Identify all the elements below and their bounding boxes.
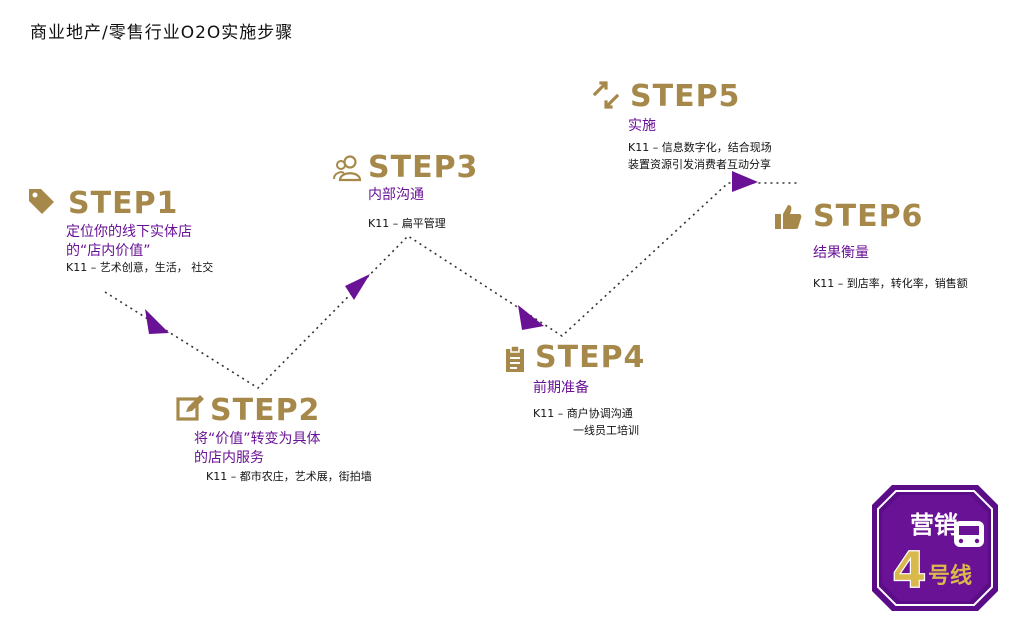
step3-label: STEP3 [368,150,479,185]
step4-subtitle: 前期准备 [533,379,589,398]
step4-desc-line2: 一线员工培训 [573,424,639,437]
step4-desc: K11 – 商户协调沟通 一线员工培训 [533,405,639,439]
arrows-icon [591,80,621,110]
step4-subtitle-line1: 前期准备 [533,380,589,396]
arrow-3 [518,305,544,330]
page-title: 商业地产/零售行业O2O实施步骤 [30,23,294,43]
step1-subtitle-line1: 定位你的线下实体店 [66,224,192,240]
step5-label: STEP5 [630,79,741,114]
clipboard-icon [500,344,530,374]
step5-desc: K11 – 信息数字化，结合现场 装置资源引发消费者互动分享 [628,139,772,173]
step1-desc: K11 – 艺术创意，生活， 社交 [66,259,213,276]
step3-desc: K11 – 扁平管理 [368,215,446,232]
badge-line1: 营销 [910,511,958,539]
step5-desc-line1: K11 – 信息数字化，结合现场 [628,141,772,154]
step2-desc-line1: K11 – 都市农庄，艺术展，街拍墙 [206,470,372,483]
step6-subtitle: 结果衡量 [813,244,869,263]
dotted-connector [104,182,800,390]
step2-label: STEP2 [210,393,321,428]
step3-desc-line1: K11 – 扁平管理 [368,217,446,230]
step6-desc-line1: K11 – 到店率，转化率，销售额 [813,277,968,290]
step2-subtitle-line1: 将“价值”转变为具体 [194,431,321,447]
step1-label: STEP1 [68,186,179,221]
edit-icon [175,393,205,423]
step6-subtitle-line1: 结果衡量 [813,245,869,261]
step6-desc: K11 – 到店率，转化率，销售额 [813,275,968,292]
price-tag-icon [26,186,56,216]
step5-subtitle-line1: 实施 [628,118,656,134]
step4-desc-line1: K11 – 商户协调沟通 [533,407,633,420]
step1-subtitle-line2: 的“店内价值” [66,243,151,259]
step5-desc-line2: 装置资源引发消费者互动分享 [628,158,771,171]
thumbs-up-icon [773,202,803,232]
badge-line2: 号线 [928,563,972,589]
step2-subtitle: 将“价值”转变为具体 的店内服务 [194,430,321,468]
step5-subtitle: 实施 [628,117,656,136]
brand-badge: 营销 4 号线 [870,483,1000,613]
step2-subtitle-line2: 的店内服务 [194,450,264,466]
arrow-2 [345,274,370,300]
arrow-1 [145,309,169,334]
step3-subtitle: 内部沟通 [368,186,424,205]
step4-label: STEP4 [535,340,646,375]
step1-desc-line1: K11 – 艺术创意，生活， 社交 [66,261,214,274]
step1-subtitle: 定位你的线下实体店 的“店内价值” [66,223,192,261]
step2-desc: K11 – 都市农庄，艺术展，街拍墙 [206,468,372,485]
step3-subtitle-line1: 内部沟通 [368,187,424,203]
arrow-5 [732,171,758,192]
step6-label: STEP6 [813,199,924,234]
train-icon [954,521,984,547]
badge-number: 4 [892,541,927,599]
users-icon [332,153,362,183]
